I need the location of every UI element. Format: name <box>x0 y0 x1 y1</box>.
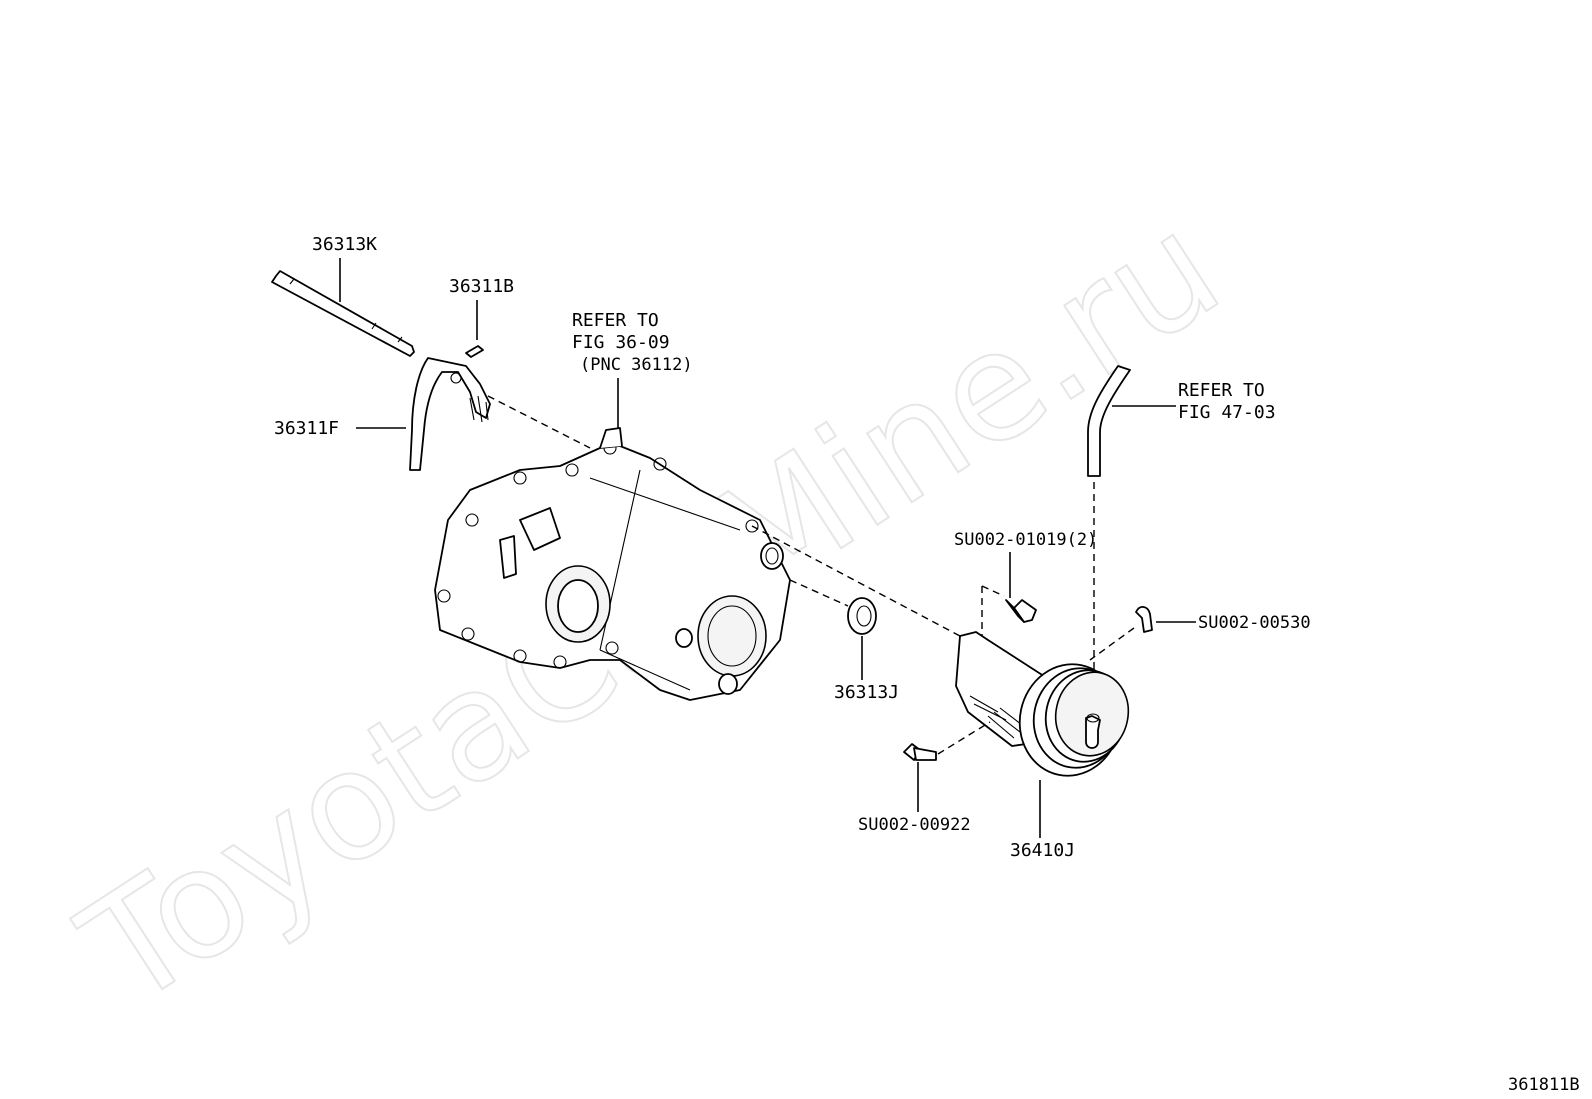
hose[interactable] <box>1087 365 1131 477</box>
bolt-a[interactable] <box>1005 599 1037 623</box>
shift-fork[interactable] <box>409 357 491 471</box>
label-shift-fork-shaft[interactable]: 36313K <box>312 234 377 255</box>
figure-id: 361811B <box>1508 1075 1580 1095</box>
label-oil-seal[interactable]: 36313J <box>834 682 899 703</box>
label-bolt-a[interactable]: SU002-01019(2) <box>954 530 1097 550</box>
assembly-line-clip <box>1089 627 1135 661</box>
assembly-line-case <box>751 525 961 637</box>
transfer-case[interactable] <box>434 427 791 701</box>
assembly-line-bolt-b <box>937 721 991 755</box>
label-actuator[interactable]: 36410J <box>1010 840 1075 861</box>
bolt-b[interactable] <box>903 743 937 761</box>
shift-fork-shaft[interactable] <box>271 270 415 357</box>
refer-hose-line2: FIG 47-03 <box>1178 402 1276 423</box>
oil-seal[interactable] <box>847 597 877 635</box>
label-clip[interactable]: SU002-00530 <box>1198 613 1311 633</box>
clip[interactable] <box>1135 606 1153 633</box>
pin[interactable] <box>465 345 484 358</box>
assembly-line-fork <box>487 395 591 449</box>
label-shift-fork[interactable]: 36311F <box>274 418 339 439</box>
label-pin[interactable]: 36311B <box>449 276 514 297</box>
refer-case-line1: REFER TO <box>572 310 659 331</box>
assembly-line-seal <box>789 579 849 607</box>
label-bolt-b[interactable]: SU002-00922 <box>858 815 971 835</box>
actuator[interactable] <box>955 631 1136 785</box>
refer-case-line2: FIG 36-09 <box>572 332 670 353</box>
refer-case-line3: (PNC 36112) <box>580 355 693 375</box>
refer-hose-line1: REFER TO <box>1178 380 1265 401</box>
